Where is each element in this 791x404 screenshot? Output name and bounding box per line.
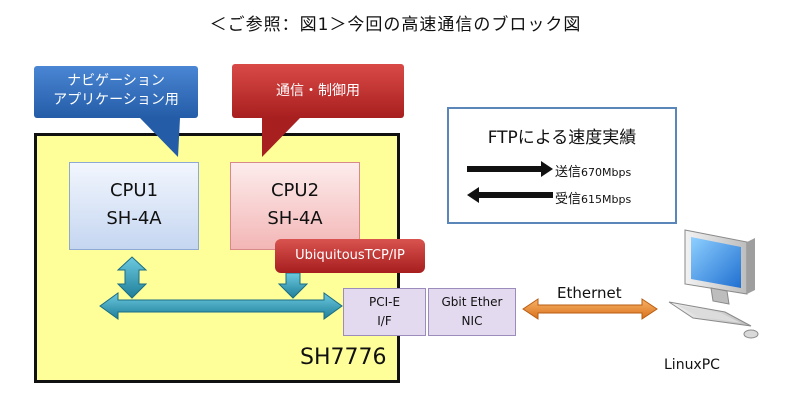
cpu1-name: CPU1: [109, 180, 159, 201]
ftp-title: FTPによる速度実績: [487, 128, 637, 148]
pci-e-interface-box: PCI-E I/F: [343, 288, 426, 336]
control-callout: 通信・制御用: [232, 64, 404, 118]
computer-icon: [668, 229, 759, 339]
control-callout-pointer: [262, 118, 300, 157]
nic-line1: Gbit Ether: [441, 295, 503, 309]
navigation-callout-line1: ナビゲーション: [67, 73, 165, 89]
cpu2-block: CPU2 SH-4A: [230, 162, 360, 250]
gbit-ether-nic-box: Gbit Ether NIC: [428, 288, 516, 336]
cpu2-model: SH-4A: [267, 208, 323, 229]
receive-rate: 受信615Mbps: [555, 188, 631, 207]
send-value: 670Mbps: [581, 166, 632, 179]
tcpip-stack-box: UbiquitousTCP/IP: [275, 239, 425, 273]
pci-line2: I/F: [377, 314, 392, 328]
ftp-arrows: [467, 161, 553, 203]
nic-line2: NIC: [461, 314, 483, 328]
pci-line1: PCI-E: [368, 295, 401, 309]
send-arrow-icon: [467, 161, 553, 177]
ethernet-arrow: [522, 298, 658, 320]
receive-arrow-icon: [467, 187, 553, 203]
cpu1-block: CPU1 SH-4A: [69, 162, 199, 250]
ethernet-label: Ethernet: [557, 284, 622, 302]
navigation-callout-pointer: [140, 118, 180, 157]
chip-label: SH7776: [300, 345, 387, 370]
cpu2-name: CPU2: [270, 180, 320, 201]
receive-label: 受信: [555, 192, 582, 207]
navigation-callout-line2: アプリケーション用: [53, 92, 179, 108]
receive-value: 615Mbps: [581, 193, 632, 206]
cpu1-bus-arrow: [116, 256, 148, 299]
diagram-title: ＜ご参照：図1＞今回の高速通信のブロック図: [209, 15, 582, 35]
horizontal-bus-arrow: [99, 292, 343, 320]
cpu2-bus-arrow: [277, 272, 309, 299]
send-label: 送信: [555, 165, 582, 180]
cpu1-model: SH-4A: [106, 208, 162, 229]
ftp-speed-results-box: FTPによる速度実績 送信670Mbps 受信615Mbps: [447, 107, 677, 224]
send-rate: 送信670Mbps: [555, 161, 631, 180]
navigation-app-callout: ナビゲーション アプリケーション用: [34, 66, 198, 118]
linux-pc-label: LinuxPC: [664, 357, 720, 373]
